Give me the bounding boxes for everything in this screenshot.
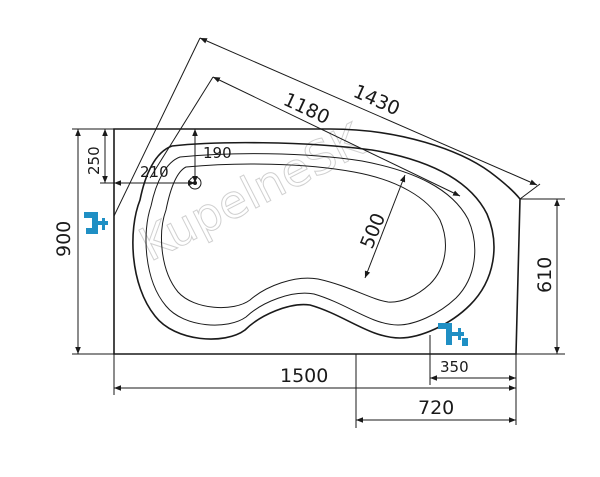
dim-1500: 1500 bbox=[113, 354, 517, 425]
dim-210: 210 bbox=[114, 163, 195, 186]
faucet-icon-left bbox=[84, 212, 108, 234]
dim-900: 900 bbox=[53, 128, 114, 355]
dim-900-label: 900 bbox=[53, 221, 75, 257]
dim-610: 610 bbox=[516, 198, 565, 355]
faucet-icon-bottom bbox=[438, 323, 468, 346]
dim-500: 500 bbox=[356, 174, 406, 279]
dim-1500-label: 1500 bbox=[280, 365, 328, 387]
dim-190-label: 190 bbox=[203, 144, 232, 162]
dim-250-label: 250 bbox=[85, 146, 103, 175]
watermark-text: KupelneSK bbox=[130, 112, 374, 272]
dim-350: 350 bbox=[429, 335, 516, 385]
dim-1180-label: 1180 bbox=[280, 89, 333, 129]
dim-720: 720 bbox=[355, 354, 516, 428]
dim-500-label: 500 bbox=[356, 210, 390, 252]
dim-720-label: 720 bbox=[418, 397, 454, 419]
dim-350-label: 350 bbox=[440, 358, 469, 376]
dim-1430-label: 1430 bbox=[350, 80, 403, 120]
dim-610-label: 610 bbox=[534, 257, 556, 293]
